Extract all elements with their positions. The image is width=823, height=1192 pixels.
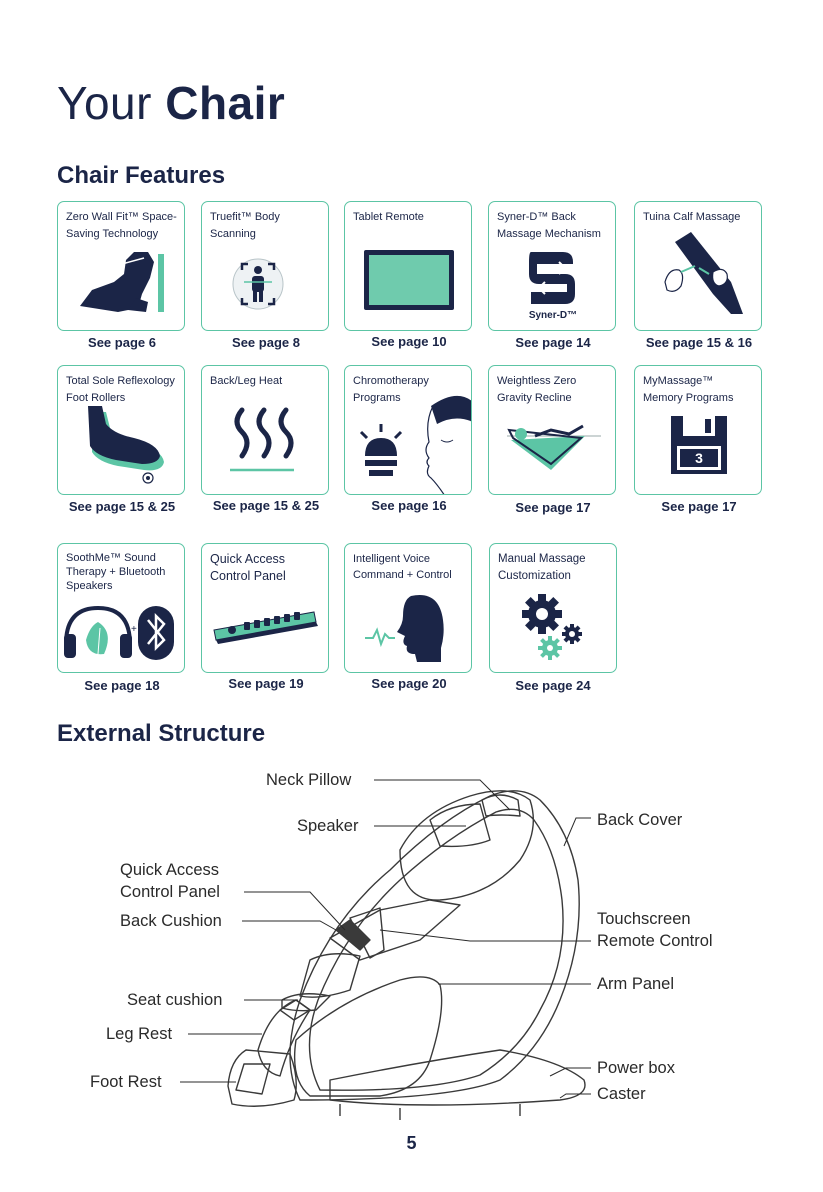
heat-icon [230,407,294,472]
title-light: Your [57,77,152,129]
tablet-icon [364,250,454,310]
label-quick-access-1: Quick Access [120,861,220,879]
feature-card-truefit: Truefit™ Body Scanning [201,201,329,331]
see-page-link[interactable]: See page 15 & 16 [645,335,753,350]
chair-recline-icon [80,252,164,312]
headphones-bluetooth-icon [64,605,174,660]
label-seat-cushion: Seat cushion [127,991,223,1009]
gears-icon [522,594,582,660]
feature-card-syner-d: Syner-D™ Back Massage Mechanism Syner-D™ [488,201,616,331]
feature-card-mymassage: MyMassage™ Memory Programs 3 [634,365,762,495]
label-speaker: Speaker [297,817,359,835]
feature-card-quick-access: Quick Access Control Panel [201,543,329,673]
title-bold: Chair [165,77,286,129]
feature-card-heat: Back/Leg Heat [201,365,329,495]
feature-label: Back/Leg Heat [210,375,283,387]
see-page-link[interactable]: See page 18 [84,678,160,693]
feature-label: Weightless Zero Gravity Recline [497,375,577,404]
feature-label: Total Sole Reflexology Foot Rollers [66,375,175,404]
voice-command-icon [365,595,444,662]
see-page-link[interactable]: See page 14 [515,335,591,350]
see-page-link[interactable]: See page 24 [515,678,591,693]
feature-label: Intelligent Voice Command + Control [353,553,452,581]
calf-massage-icon [664,232,743,314]
feature-label: Zero Wall Fit™ Space-Saving Technology [66,211,177,240]
see-page-link[interactable]: See page 16 [371,498,447,513]
see-page-link[interactable]: See page 10 [371,334,447,349]
label-touchscreen-2: Remote Control [597,932,713,950]
feature-label: SoothMe™ Sound Therapy + Bluetooth Speak… [66,552,166,592]
label-power-box: Power box [597,1059,675,1077]
see-page-link[interactable]: See page 17 [661,499,737,514]
label-back-cover: Back Cover [597,811,683,829]
feature-label: Syner-D™ Back Massage Mechanism [497,211,601,240]
label-caster: Caster [597,1085,646,1103]
feature-card-tablet: Tablet Remote [344,201,472,331]
label-arm-panel: Arm Panel [597,975,675,993]
memory-slot-number: 3 [695,450,703,466]
page-title: Your Chair [57,80,285,126]
see-page-link[interactable]: See page 6 [88,335,156,350]
feature-card-soothme: SoothMe™ Sound Therapy + Bluetooth Speak… [57,543,185,673]
section-heading-features: Chair Features [57,162,226,189]
see-page-link[interactable]: See page 8 [232,335,300,350]
see-page-link[interactable]: See page 20 [371,676,447,691]
syner-d-logo-icon [529,252,575,304]
label-quick-access-2: Control Panel [120,883,220,901]
feature-label: Truefit™ Body Scanning [210,211,280,240]
floppy-disk-icon [671,416,727,474]
see-page-link[interactable]: See page 19 [228,676,304,691]
zero-gravity-icon [507,424,601,470]
feature-label: Chromotherapy Programs [353,375,429,404]
feature-card-tuina: Tuina Calf Massage [634,201,762,331]
body-scan-icon [232,258,284,310]
foot-roller-icon [88,406,164,484]
label-touchscreen-1: Touchscreen [597,910,691,928]
feature-label: Quick Access Control Panel [210,552,286,583]
feature-label: Tuina Calf Massage [643,211,741,223]
plus-sign: + [131,624,137,635]
page-number: 5 [406,1133,417,1153]
section-heading-structure: External Structure [57,720,266,747]
feature-card-zero-gravity: Weightless Zero Gravity Recline [488,365,616,495]
feature-card-chromotherapy: Chromotherapy Programs [344,365,472,495]
control-panel-icon [213,611,318,644]
feature-card-manual-massage: Manual Massage Customization [489,543,617,673]
label-neck-pillow: Neck Pillow [266,771,352,789]
see-page-link[interactable]: See page 15 & 25 [68,499,176,514]
see-page-link[interactable]: See page 15 & 25 [212,498,320,513]
feature-card-sole-reflexology: Total Sole Reflexology Foot Rollers [57,365,185,495]
light-therapy-icon [359,396,471,494]
feature-label: Manual Massage Customization [498,553,586,582]
feature-card-voice-command: Intelligent Voice Command + Control [344,543,472,673]
feature-card-zero-wall: Zero Wall Fit™ Space-Saving Technology [57,201,185,331]
label-back-cushion: Back Cushion [120,912,222,930]
syner-d-logo-text: Syner-D™ [528,310,578,321]
see-page-link[interactable]: See page 17 [515,500,591,515]
label-leg-rest: Leg Rest [106,1025,173,1043]
feature-label: Tablet Remote [353,211,424,223]
feature-label: MyMassage™ Memory Programs [643,375,734,404]
label-foot-rest: Foot Rest [90,1073,162,1091]
